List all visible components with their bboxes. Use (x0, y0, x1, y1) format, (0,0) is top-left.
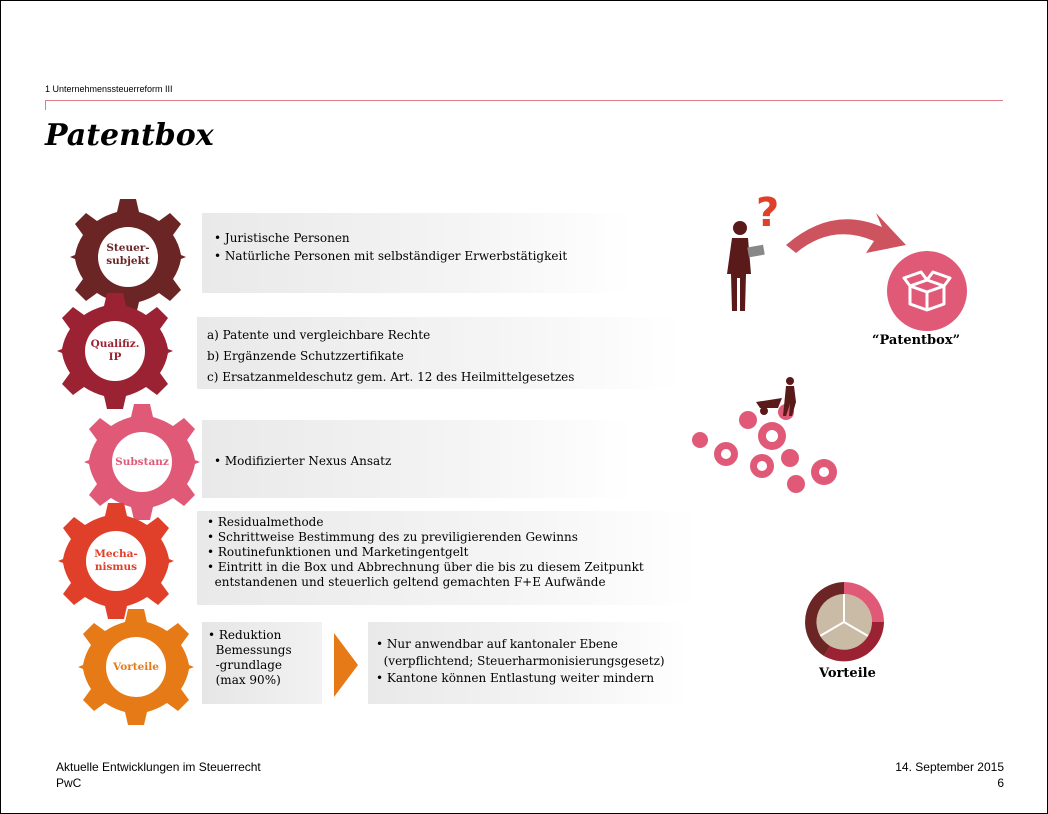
footer-left: Aktuelle Entwicklungen im Steuerrecht Pw… (56, 759, 261, 791)
row2-bullet: c) Ersatzanmeldeschutz gem. Art. 12 des … (207, 370, 575, 384)
row4-bullet: • Routinefunktionen und Marketingentgelt (207, 545, 469, 559)
row5-right-panel: • Nur anwendbar auf kantonaler Ebene (ve… (368, 622, 690, 704)
header-rule-tick (45, 100, 46, 110)
row5-left-bullet: (max 90%) (208, 673, 281, 687)
row2-bullet: b) Ergänzende Schutzzertifikate (207, 349, 404, 363)
vorteile-caption: Vorteile (819, 666, 876, 681)
thinking-businessman-icon: ? (727, 196, 779, 311)
row1-bullet: • Natürliche Personen mit selbständiger … (214, 249, 568, 263)
curved-arrow-icon (786, 213, 906, 253)
page-number: 6 (997, 776, 1004, 790)
row4-panel: • Residualmethode • Schrittweise Bestimm… (197, 511, 697, 605)
footer-date: 14. September 2015 (895, 760, 1004, 774)
vorteile-cycle-icon (805, 582, 884, 662)
footer-brand: PwC (56, 776, 82, 790)
gear-label-steuersubjekt: Steuer- subjekt (106, 242, 150, 267)
question-mark-icon: ? (756, 196, 779, 236)
footer-title: Aktuelle Entwicklungen im Steuerrecht (56, 760, 261, 774)
chevron-right-icon (334, 633, 358, 697)
patentbox-caption: “Patentbox” (872, 333, 961, 348)
gear-cluster-icon (692, 377, 837, 493)
row4-bullet: • Residualmethode (207, 515, 324, 529)
header-rule (45, 100, 1003, 101)
row2-bullet: a) Patente und vergleichbare Rechte (207, 328, 431, 342)
gear-label-substanz: Substanz (115, 456, 169, 468)
gear-qualifiz-ip-icon (57, 293, 173, 409)
row3-panel: • Modifizierter Nexus Ansatz (202, 420, 632, 498)
gear-label-mechanismus: Mecha- nismus (94, 548, 138, 573)
gear-vorteile-icon (78, 609, 194, 725)
row5-left-bullet: Bemessungs (208, 643, 292, 657)
row4-bullet: • Eintritt in die Box und Abbrechnung üb… (207, 560, 644, 574)
row3-bullet: • Modifizierter Nexus Ansatz (214, 454, 392, 468)
gear-substanz-icon (84, 404, 200, 520)
row1-bullet: • Juristische Personen (214, 231, 350, 245)
row4-bullet: • Schrittweise Bestimmung des zu previli… (207, 530, 578, 544)
row5-left-bullet: -grundlage (208, 658, 283, 672)
row5-right-bullet: • Nur anwendbar auf kantonaler Ebene (376, 637, 618, 651)
row1-panel: • Juristische Personen • Natürliche Pers… (202, 213, 632, 293)
gear-steuersubjekt-icon (70, 199, 186, 315)
footer-right: 14. September 2015 6 (895, 759, 1004, 791)
gear-label-vorteile: Vorteile (113, 661, 159, 673)
patentbox-icon (887, 251, 967, 331)
row5-left-bullet: • Reduktion (208, 628, 282, 642)
row4-bullet: entstandenen und steuerlich geltend gema… (207, 575, 606, 589)
row5-left-panel: • Reduktion Bemessungs -grundlage (max 9… (202, 622, 322, 704)
row5-right-bullet: (verpflichtend; Steuerharmonisierungsges… (376, 654, 665, 668)
page-title: Patentbox (45, 118, 214, 153)
gear-mechanismus-icon (58, 503, 174, 619)
row2-panel: a) Patente und vergleichbare Rechte b) E… (197, 317, 681, 389)
section-label: 1 Unternehmenssteuerreform III (45, 84, 173, 94)
gear-label-qualifiz-ip: Qualifiz. IP (90, 338, 140, 363)
row5-right-bullet: • Kantone können Entlastung weiter minde… (376, 671, 655, 685)
